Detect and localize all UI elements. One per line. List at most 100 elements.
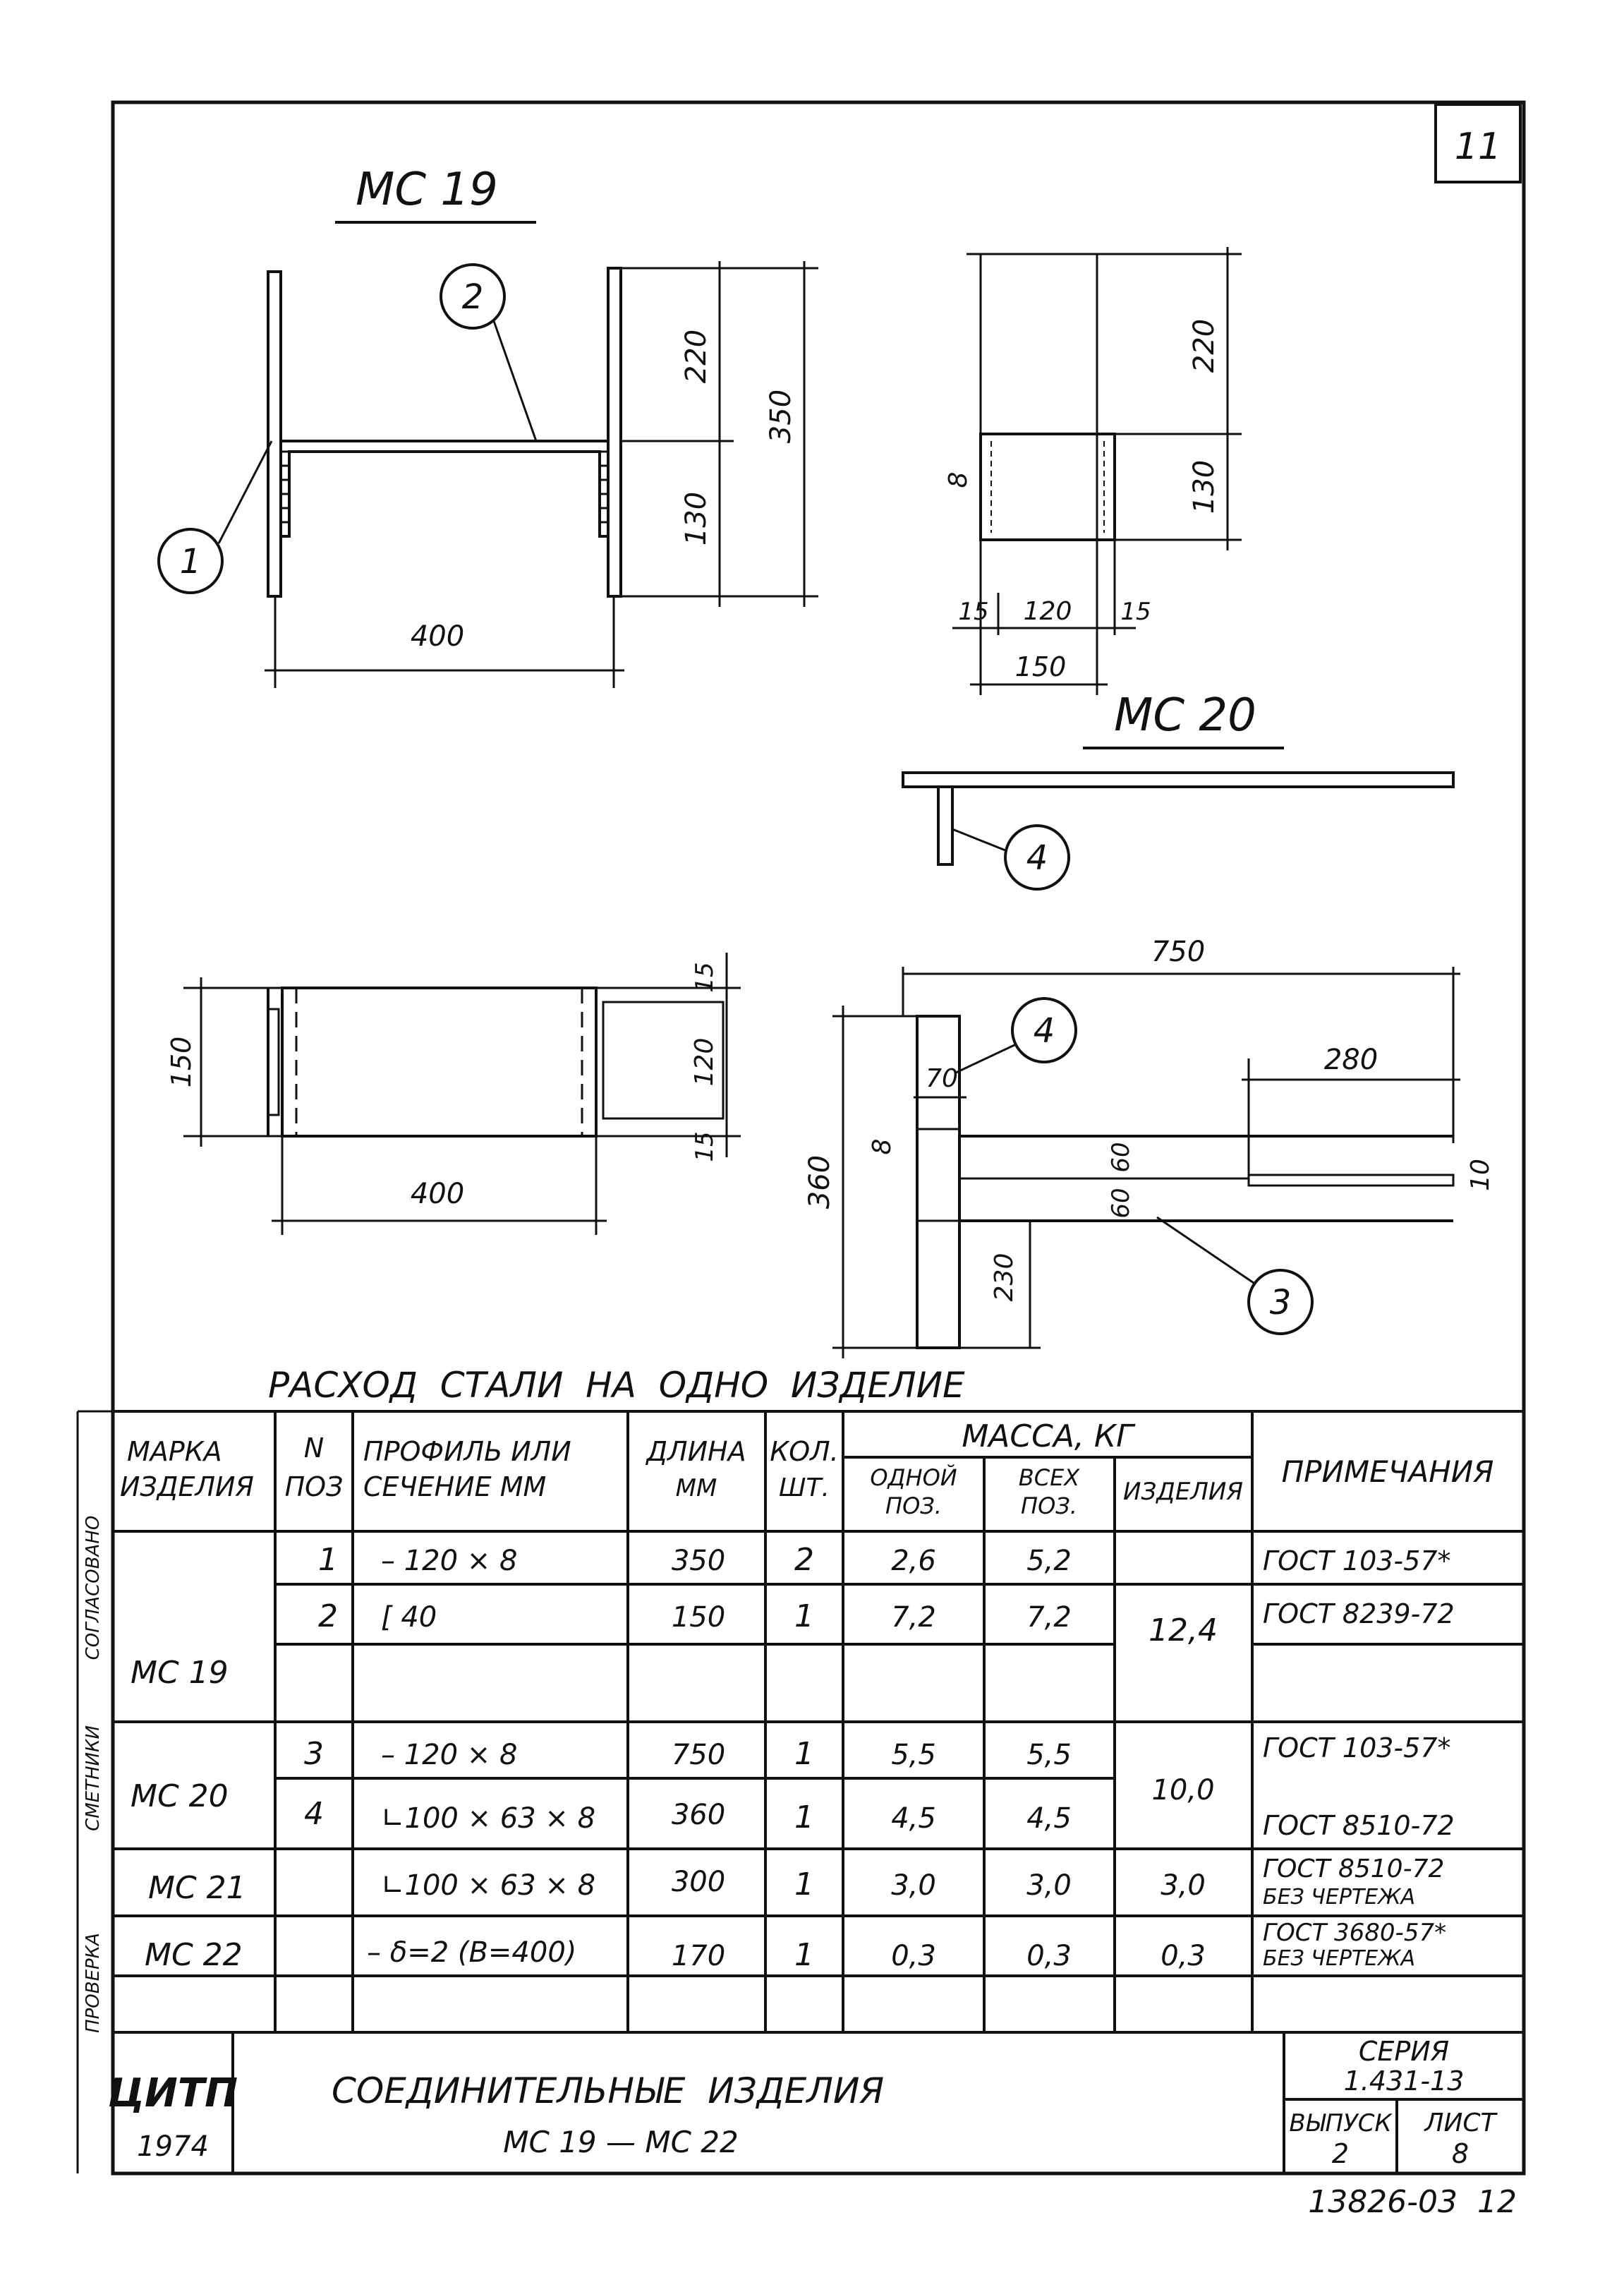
dim-400-a: 400 (411, 620, 464, 653)
dim-15-d: 15 (691, 1131, 719, 1162)
dim-120-a: 120 (1024, 597, 1072, 626)
header-one-2: ПОЗ. (885, 1492, 942, 1519)
cell-qty: 2 (794, 1542, 814, 1578)
dim-150-a: 150 (1015, 651, 1067, 682)
cell-qty: 1 (794, 1799, 814, 1835)
mc20-title: МС 20 (1114, 689, 1256, 742)
callout-2: 2 (462, 277, 484, 317)
mark-mc22: МС 22 (145, 1937, 243, 1973)
cell-profile: – δ=2 (В=400) (367, 1936, 576, 1969)
cell-mass-one: 2,6 (891, 1545, 936, 1577)
cell-length: 750 (672, 1739, 725, 1771)
cell-mass-one: 5,5 (891, 1739, 936, 1771)
total-mc19: 12,4 (1149, 1612, 1218, 1648)
stamp-mid: СМЕТНИКИ (83, 1725, 104, 1831)
cell-mass-all: 5,5 (1026, 1739, 1072, 1771)
header-profile-1: ПРОФИЛЬ ИЛИ (363, 1436, 571, 1467)
sheet-value: 8 (1452, 2138, 1469, 2169)
cell-pos: 1 (318, 1542, 338, 1578)
series-value: 1.431-13 (1344, 2065, 1465, 2097)
mc20-drawing: МС 20 4 (902, 689, 1455, 891)
table-row: 2 [ 40 150 1 7,2 7,2 ГОСТ 8239-72 (318, 1598, 1455, 1634)
cell-qty: 1 (794, 1736, 814, 1772)
header-notes: ПРИМЕЧАНИЯ (1282, 1454, 1494, 1489)
cell-length: 300 (672, 1866, 725, 1898)
table-title: РАСХОД СТАЛИ НА ОДНО ИЗДЕЛИЕ (268, 1365, 965, 1406)
total-mc22: 0,3 (1161, 1940, 1206, 1972)
year: 1974 (137, 2130, 209, 2163)
cell-mass-one: 4,5 (891, 1802, 936, 1835)
page-number: 11 (1455, 126, 1501, 168)
cell-qty: 1 (794, 1598, 814, 1634)
header-one-1: ОДНОЙ (870, 1464, 957, 1491)
series-label: СЕРИЯ (1359, 2036, 1449, 2067)
cell-note: ГОСТ 8239-72 (1263, 1598, 1455, 1629)
header-mark-1: МАРКА (127, 1436, 222, 1467)
mark-mc21: МС 21 (148, 1870, 246, 1906)
mc19-drawing: МС 19 220 130 350 400 1 2 (157, 164, 818, 688)
dim-350: 350 (765, 390, 797, 443)
dim-70: 70 (926, 1064, 958, 1093)
header-all-2: ПОЗ. (1021, 1492, 1077, 1519)
issue-label: ВЫПУСК (1289, 2109, 1393, 2137)
cell-pos: 2 (318, 1598, 338, 1634)
cell-length: 170 (672, 1940, 725, 1972)
title-block: ЦИТП 1974 СОЕДИНИТЕЛЬНЫЕ ИЗДЕЛИЯ МС 19 —… (108, 2031, 1524, 2173)
callout-4-b: 4 (1034, 1011, 1055, 1051)
cell-mass-all: 4,5 (1026, 1802, 1072, 1835)
header-profile-2: СЕЧЕНИЕ ММ (363, 1471, 546, 1502)
table-grid (111, 1410, 1525, 2034)
cell-profile: [ 40 (381, 1601, 437, 1634)
cell-profile: ∟100 × 63 × 8 (381, 1802, 595, 1835)
dim-15-c: 15 (691, 962, 719, 992)
sheet-frame (111, 100, 1526, 2176)
cell-mass-all: 5,2 (1026, 1545, 1072, 1577)
steel-table: РАСХОД СТАЛИ НА ОДНО ИЗДЕЛИЕ МАРКА (111, 1365, 1525, 2034)
header-qty-2: ШТ. (779, 1473, 830, 1502)
issue-value: 2 (1332, 2138, 1349, 2169)
cell-qty: 1 (794, 1866, 814, 1902)
mark-mc19: МС 19 (131, 1655, 229, 1691)
drawing-title: СОЕДИНИТЕЛЬНЫЕ ИЗДЕЛИЯ (332, 2070, 884, 2111)
header-pos-2: ПОЗ (285, 1471, 344, 1502)
dim-220-b: 220 (1188, 319, 1220, 373)
dim-10: 10 (1466, 1159, 1495, 1191)
cell-profile: ∟100 × 63 × 8 (381, 1869, 595, 1902)
dim-120-b: 120 (690, 1038, 719, 1087)
cell-mass-one: 3,0 (891, 1869, 936, 1902)
header-length-2: ММ (676, 1474, 717, 1502)
page-number-box: 11 (1434, 103, 1522, 183)
mark-mc20: МС 20 (131, 1778, 229, 1814)
cell-note: ГОСТ 8510-72 (1263, 1854, 1444, 1883)
cell-note: ГОСТ 3680-57* (1263, 1919, 1446, 1947)
cell-profile: – 120 × 8 (381, 1545, 517, 1577)
cell-note: ГОСТ 103-57* (1263, 1545, 1451, 1576)
stamp-bottom: ПРОВЕРКА (83, 1933, 104, 2033)
cell-mass-all: 3,0 (1026, 1869, 1072, 1902)
header-item: ИЗДЕЛИЯ (1123, 1478, 1243, 1506)
dim-400-b: 400 (411, 1178, 464, 1210)
stamp-top: СОГЛАСОВАНО (83, 1516, 104, 1660)
dim-230: 230 (990, 1253, 1019, 1302)
mc19-title: МС 19 (356, 164, 498, 216)
drawing-subtitle: МС 19 — МС 22 (503, 2125, 738, 2159)
dim-130-a: 130 (680, 492, 713, 545)
dim-220-a: 220 (680, 330, 713, 383)
header-mark-2: ИЗДЕЛИЯ (120, 1471, 254, 1502)
cell-length: 360 (672, 1799, 725, 1831)
cell-mass-all: 7,2 (1026, 1601, 1072, 1634)
cell-length: 150 (672, 1601, 725, 1634)
header-mass: МАССА, КГ (962, 1418, 1136, 1454)
cell-pos: 3 (304, 1736, 324, 1772)
total-mc21: 3,0 (1161, 1869, 1206, 1902)
callout-4-a: 4 (1026, 838, 1048, 878)
footer-code: 13826-03 12 (1308, 2184, 1517, 2220)
cell-mass-one: 7,2 (891, 1601, 936, 1634)
cell-note-2: БЕЗ ЧЕРТЕЖА (1263, 1885, 1415, 1910)
header-qty-1: КОЛ. (770, 1436, 839, 1467)
cell-mass-all: 0,3 (1026, 1940, 1072, 1972)
logo-mark: ЦИТП (108, 2070, 238, 2116)
dim-8-b: 8 (868, 1139, 897, 1155)
header-length-1: ДЛИНА (645, 1436, 746, 1467)
dim-15-a: 15 (958, 598, 988, 626)
